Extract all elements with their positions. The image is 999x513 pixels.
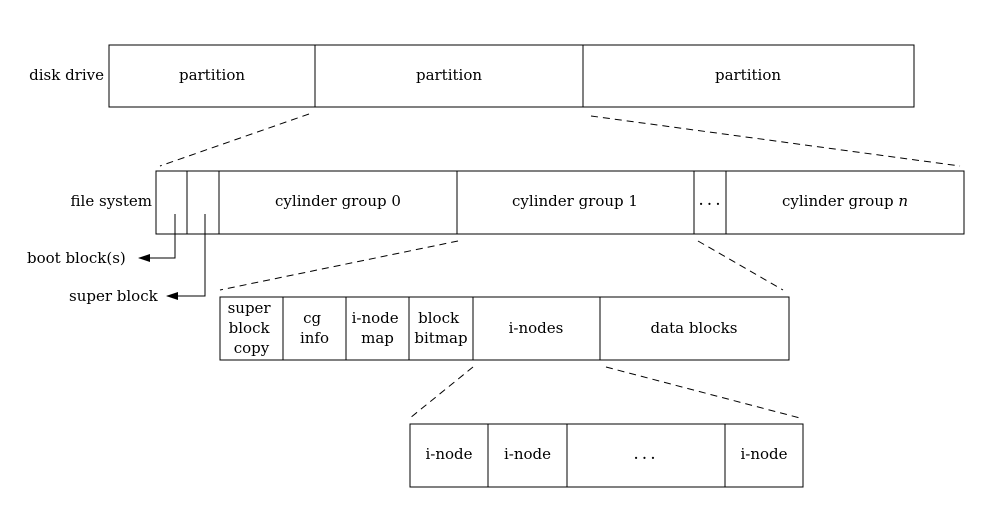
cylinder-group-0: cylinder group 0 <box>275 192 401 210</box>
cylinder-group-detail-box <box>219 296 790 361</box>
cylinder-group-n: cylinder group n <box>782 192 908 210</box>
super-block-callout: super block <box>69 214 206 305</box>
cylinder-group-ellipsis: ... <box>698 190 723 210</box>
file-system-label: file system <box>71 192 152 210</box>
inodes-cell: i-nodes <box>509 319 564 337</box>
cg-info-cell: cg info <box>300 309 329 347</box>
inode-array-row: i-node i-node ... i-node <box>409 423 804 488</box>
cylinder-group-1: cylinder group 1 <box>512 192 638 210</box>
super-block-label: super block <box>69 287 159 305</box>
inode-array-box <box>409 423 804 488</box>
disk-drive-label: disk drive <box>29 66 104 84</box>
zoom-line-partition-right <box>590 115 961 167</box>
file-system-box <box>155 170 965 235</box>
file-system-row: file system cylinder group 0 cylinder gr… <box>71 170 965 235</box>
block-bitmap-cell: block bitmap <box>414 309 467 347</box>
inode-map-cell: i-node map <box>352 309 404 347</box>
inode-ellipsis: ... <box>633 444 658 464</box>
partition-1: partition <box>179 66 245 84</box>
disk-drive-box <box>108 44 915 108</box>
inode-cell-2: i-node <box>504 445 551 463</box>
super-block-copy-cell: super block copy <box>228 299 276 357</box>
zoom-line-cg-left <box>219 240 459 291</box>
data-blocks-cell: data blocks <box>651 319 738 337</box>
zoom-line-inodes-right <box>605 366 801 419</box>
zoom-line-cg-right <box>697 240 784 291</box>
zoom-line-partition-left <box>159 113 310 167</box>
zoom-line-inodes-left <box>409 366 474 419</box>
disk-drive-row: disk drive partition partition partition <box>29 44 915 108</box>
inode-cell-last: i-node <box>740 445 787 463</box>
cylinder-group-detail-row: super block copy cg info i-node map bloc… <box>219 296 790 361</box>
boot-block-label: boot block(s) <box>27 249 126 267</box>
partition-2: partition <box>416 66 482 84</box>
partition-3: partition <box>715 66 781 84</box>
boot-block-callout: boot block(s) <box>27 214 176 267</box>
inode-cell-1: i-node <box>425 445 472 463</box>
